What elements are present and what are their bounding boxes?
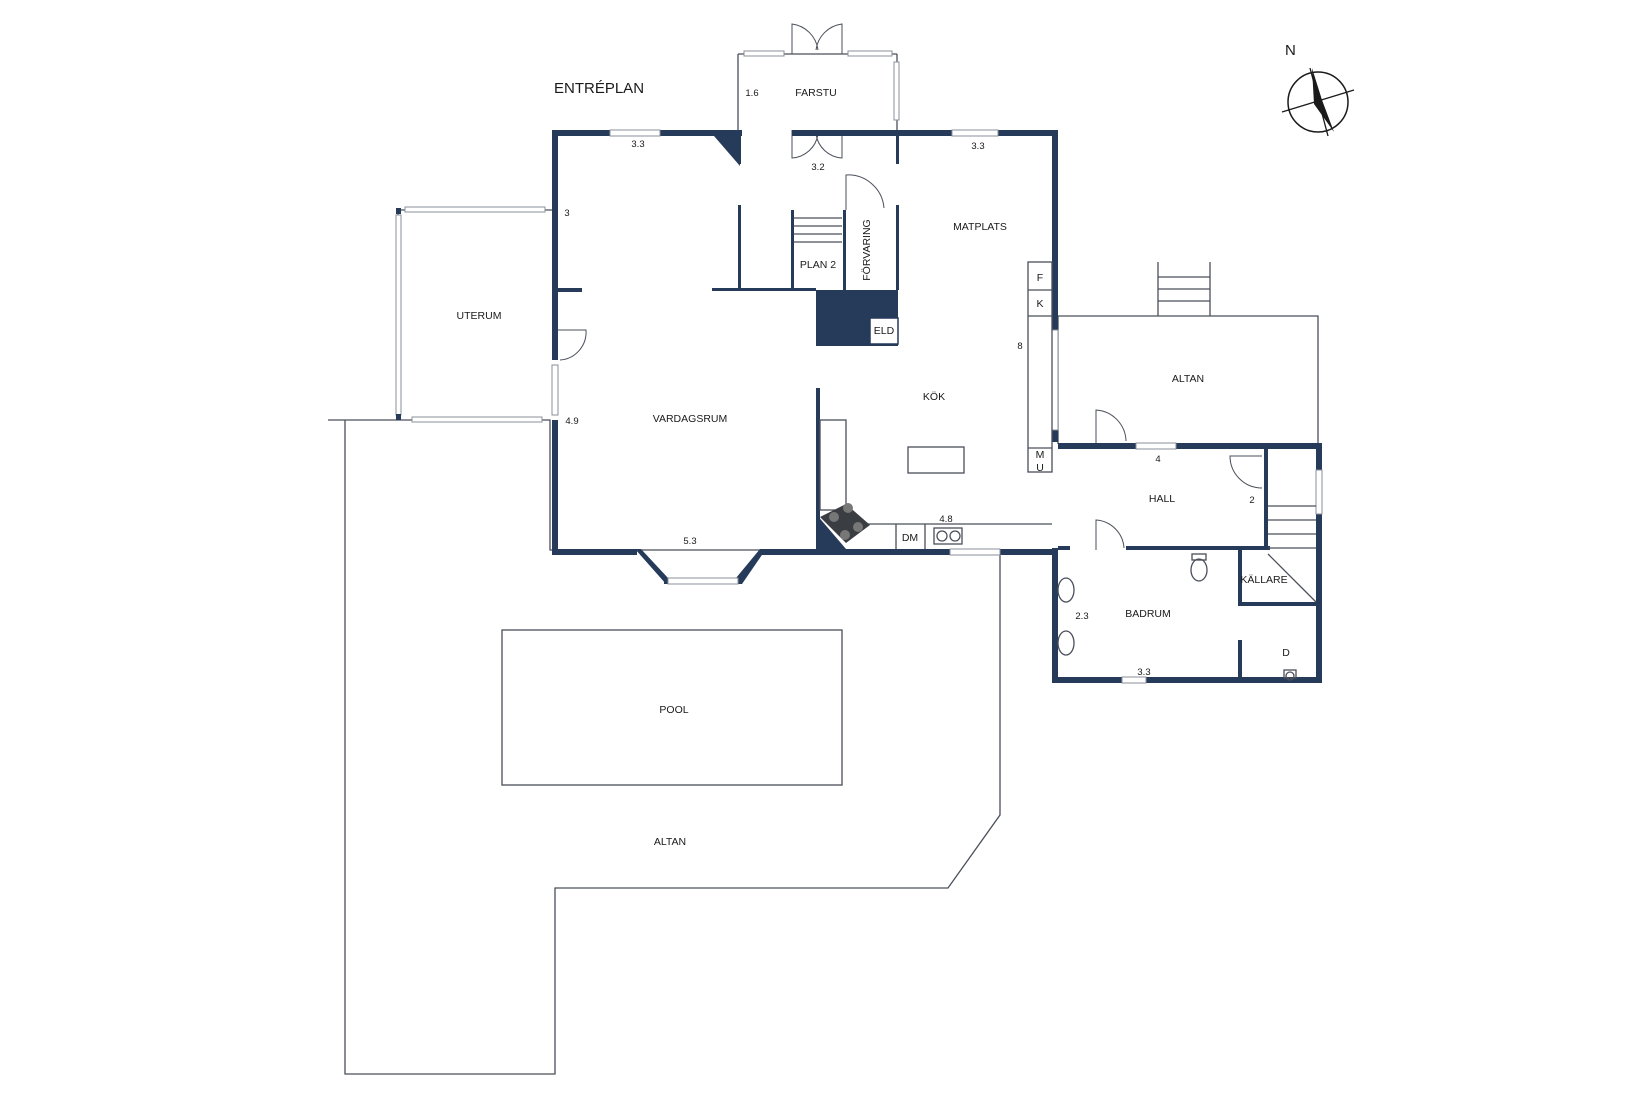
windows <box>551 129 1059 585</box>
plan2-stairs <box>794 217 842 243</box>
compass-rose <box>1281 67 1355 137</box>
pool-outline <box>501 629 843 786</box>
altan-east-outline <box>1058 315 1319 444</box>
kitchen-fixtures <box>819 261 1053 549</box>
east-block-walls <box>1052 442 1323 684</box>
altan-door <box>1095 409 1127 443</box>
uterum-door <box>558 329 587 361</box>
forvaring-door <box>845 174 885 210</box>
main-walls <box>552 130 1058 584</box>
farstu-outline <box>737 23 900 159</box>
altan-south-outline <box>328 419 1001 1075</box>
hall-door <box>1229 455 1263 489</box>
bathroom-fixtures <box>1057 553 1297 681</box>
altan-stairs <box>1157 262 1211 316</box>
badrum-door <box>1095 519 1125 550</box>
kallare-stairs <box>1267 505 1317 603</box>
uterum-outline <box>395 206 552 423</box>
